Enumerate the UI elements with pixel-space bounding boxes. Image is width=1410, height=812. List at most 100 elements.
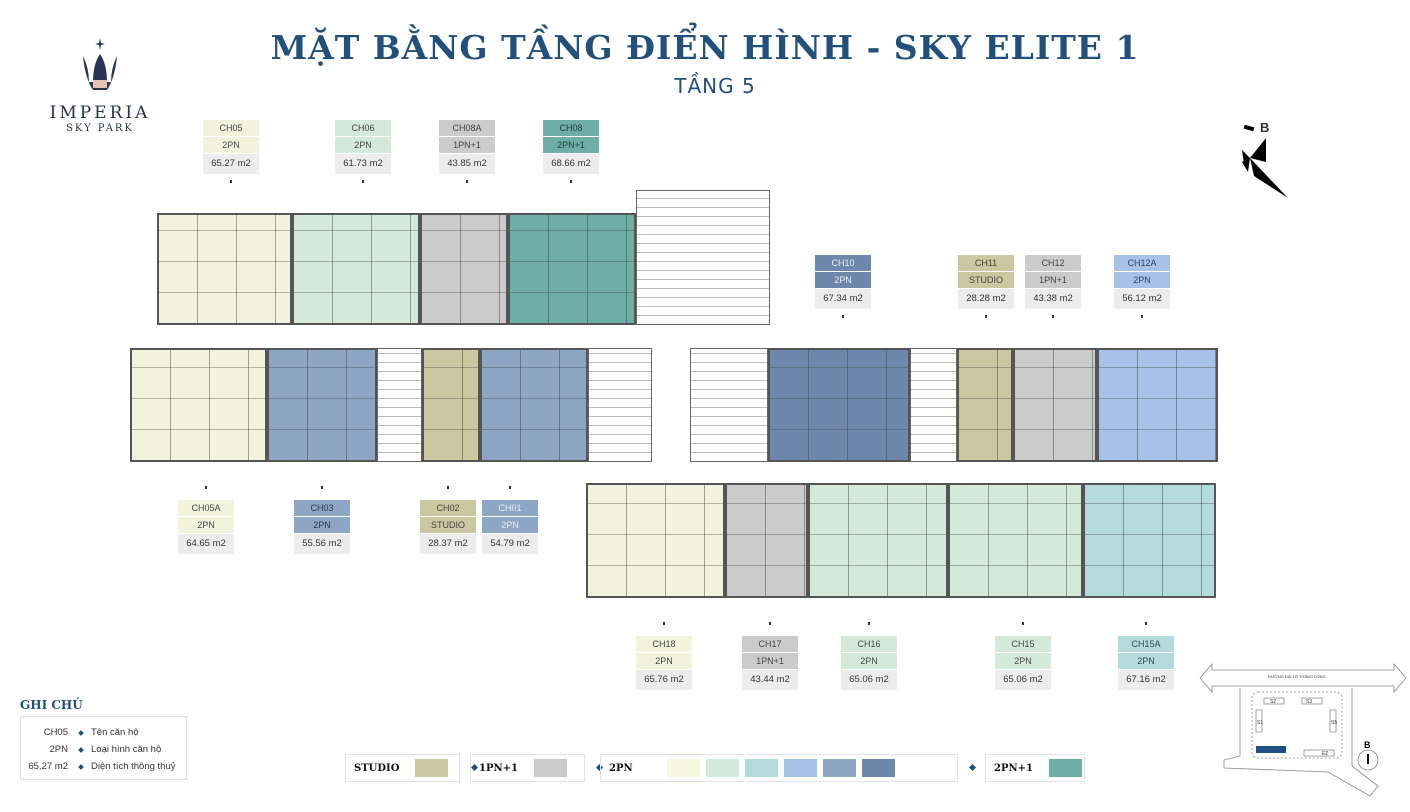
unit-type: STUDIO xyxy=(420,517,476,534)
highlight-building xyxy=(1256,746,1286,753)
imperia-logo: IMPERIA SKY PARK xyxy=(40,38,160,134)
note-key: 2PN xyxy=(49,744,68,755)
unit-ch16[interactable] xyxy=(808,483,948,598)
unit-ch08[interactable] xyxy=(508,213,636,325)
legend-label: 2PN+1 xyxy=(994,762,1033,774)
note-value: Tên căn hộ xyxy=(91,727,139,738)
unit-area: 54.79 m2 xyxy=(482,534,538,555)
unit-area: 56.12 m2 xyxy=(1114,289,1170,310)
unit-code: CH11 xyxy=(958,255,1014,272)
leader-dot xyxy=(205,486,207,489)
unit-ch18[interactable] xyxy=(586,483,725,598)
unit-ch15[interactable] xyxy=(948,483,1083,598)
unit-code: CH12 xyxy=(1025,255,1081,272)
unit-type: 2PN xyxy=(1118,653,1174,670)
legend-label: 1PN+1 xyxy=(479,762,518,774)
compass-label: B xyxy=(1260,120,1270,135)
unit-ch02[interactable] xyxy=(422,348,480,462)
unit-ch12[interactable] xyxy=(1013,348,1097,462)
unit-ch10[interactable] xyxy=(768,348,910,462)
unit-code: CH03 xyxy=(294,500,350,517)
leader-dot xyxy=(570,180,572,183)
road-label: ĐƯỜNG ĐẠI LỘ THĂNG LONG xyxy=(1268,674,1325,679)
unit-area: 68.66 m2 xyxy=(543,154,599,175)
unit-type: 2PN xyxy=(1114,272,1170,289)
site-map: ĐƯỜNG ĐẠI LỘ THĂNG LONG S2 S3 S1 S5 E2 B xyxy=(1198,658,1408,806)
leader-dot xyxy=(985,315,987,318)
unit-code: CH15A xyxy=(1118,636,1174,653)
unit-area: 43.38 m2 xyxy=(1025,289,1081,310)
legend-group-2pn: 2PN xyxy=(600,754,958,782)
legend-swatch xyxy=(666,759,700,777)
legend-swatch xyxy=(744,759,778,777)
legend-separator-icon xyxy=(968,763,977,772)
unit-ch15a[interactable] xyxy=(1083,483,1216,598)
logo-sub: SKY PARK xyxy=(66,123,134,134)
unit-ch11[interactable] xyxy=(957,348,1013,462)
legend-group-studio: STUDIO xyxy=(345,754,460,782)
unit-code: CH10 xyxy=(815,255,871,272)
unit-area: 43.85 m2 xyxy=(439,154,495,175)
building-label: S1 xyxy=(1257,720,1263,726)
unit-area: 61.73 m2 xyxy=(335,154,391,175)
unit-ch01[interactable] xyxy=(480,348,588,462)
unit-area: 28.28 m2 xyxy=(958,289,1014,310)
legend-swatch xyxy=(415,759,449,777)
unit-area: 65.76 m2 xyxy=(636,670,692,691)
unit-ch05[interactable] xyxy=(157,213,292,325)
unit-code: CH18 xyxy=(636,636,692,653)
leader-dot xyxy=(447,486,449,489)
legend-swatch xyxy=(533,759,567,777)
leader-dot xyxy=(466,180,468,183)
note-value: Diện tích thông thuỷ xyxy=(91,761,176,772)
leader-dot xyxy=(1052,315,1054,318)
core-stair-area xyxy=(910,348,957,462)
leader-dot xyxy=(362,180,364,183)
legend-group-2pnplus1: 2PN+1 xyxy=(985,754,1085,782)
building-label: S2 xyxy=(1270,699,1276,705)
unit-type: 2PN xyxy=(636,653,692,670)
leader-dot xyxy=(1022,622,1024,625)
unit-type: 2PN+1 xyxy=(543,137,599,154)
legend-swatch xyxy=(705,759,739,777)
unit-type: 2PN xyxy=(841,653,897,670)
unit-ch17[interactable] xyxy=(725,483,808,598)
floor-subtitle: TẦNG 5 xyxy=(674,74,756,98)
legend-label: 2PN xyxy=(609,762,633,774)
core-stair-area xyxy=(690,348,768,462)
unit-ch12a[interactable] xyxy=(1097,348,1218,462)
leader-dot xyxy=(1141,315,1143,318)
leader-dot xyxy=(509,486,511,489)
unit-code: CH01 xyxy=(482,500,538,517)
notes-title: GHI CHÚ xyxy=(20,698,83,712)
unit-ch08a[interactable] xyxy=(420,213,508,325)
unit-ch06[interactable] xyxy=(292,213,420,325)
unit-type: 1PN+1 xyxy=(439,137,495,154)
unit-area: 28.37 m2 xyxy=(420,534,476,555)
unit-area: 65.06 m2 xyxy=(841,670,897,691)
unit-type: 2PN xyxy=(995,653,1051,670)
legend-swatch xyxy=(783,759,817,777)
building-label: S5 xyxy=(1331,720,1337,726)
unit-type: 1PN+1 xyxy=(742,653,798,670)
unit-type: 2PN xyxy=(482,517,538,534)
unit-code: CH05 xyxy=(203,120,259,137)
unit-area: 64.65 m2 xyxy=(178,534,234,555)
unit-ch05a[interactable] xyxy=(130,348,267,462)
unit-type: 2PN xyxy=(335,137,391,154)
legend-swatch xyxy=(822,759,856,777)
note-key: 65.27 m2 xyxy=(28,761,68,772)
unit-ch03[interactable] xyxy=(267,348,377,462)
site-compass-label: B xyxy=(1364,740,1371,750)
